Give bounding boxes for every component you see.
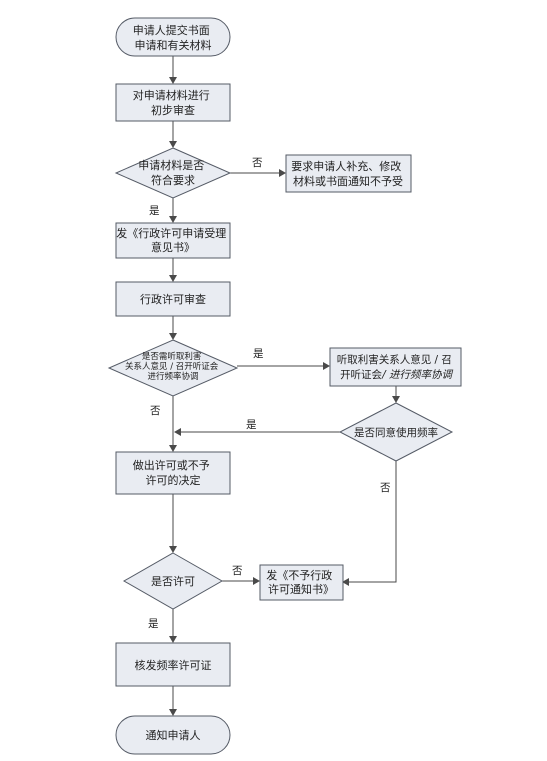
issue-rejection-process: 发《不予行政 许可通知书》 (259, 564, 344, 601)
notify-applicant-text: 通知申请人 (146, 728, 201, 742)
notify-applicant-terminal: 通知申请人 (115, 715, 231, 755)
agree-frequency-decision-text: 是否同意使用频率 (354, 426, 438, 439)
request-supplement-text: 要求申请人补充、修改 材料或书面通知不予受 (291, 159, 405, 188)
notify-applicant-shape (115, 715, 231, 755)
hearing-action-text: 听取利害关系人意见 / 召 开听证会/ 进行频率协调 (337, 353, 456, 381)
initial-review-text: 对申请材料进行 初步审查 (133, 88, 214, 117)
start-text: 申请人提交书面 申请和有关材料 (133, 23, 214, 52)
issue-license-text: 核发频率许可证 (135, 658, 212, 672)
arrowhead (169, 709, 177, 716)
agree-frequency-decision-shape (338, 402, 454, 462)
start-shape (115, 17, 231, 57)
requirements-decision-text: 申请材料是否 符合要求 (138, 158, 208, 187)
label-permit-yes: 是 (148, 618, 159, 630)
arrowhead (169, 275, 177, 282)
hearing-decision: 是否需听取利害 关系人意见 / 召开听证会 进行频率协调 (107, 339, 239, 397)
arrowhead (169, 141, 177, 148)
issue-license-process: 核发频率许可证 (115, 642, 231, 687)
connectors (169, 55, 400, 716)
arrowhead (169, 216, 177, 223)
arrowhead (169, 333, 177, 340)
license-review-shape (115, 281, 231, 317)
is-permitted-decision: 是否许可 (122, 552, 224, 610)
agree-frequency-decision: 是否同意使用频率 (338, 402, 454, 462)
label-requirements-no: 否 (252, 157, 263, 169)
issue-rejection-text: 发《不予行政 许可通知书》 (266, 568, 336, 596)
connector-agree-to-rejection (349, 461, 397, 583)
issue-acceptance-process: 发《行政许可申请受理 意见书》 (115, 222, 231, 259)
hearing-action-process: 听取利害关系人意见 / 召 开听证会/ 进行频率协调 (329, 347, 462, 387)
label-permit-no: 否 (232, 565, 243, 577)
arrowhead (279, 169, 286, 177)
hearing-action-shape (329, 347, 462, 387)
license-review-text: 行政许可审查 (140, 292, 206, 306)
request-supplement-shape (285, 154, 412, 193)
arrowhead (342, 578, 349, 586)
start-terminal: 申请人提交书面 申请和有关材料 (115, 17, 231, 57)
arrowhead (174, 428, 181, 436)
initial-review-process: 对申请材料进行 初步审查 (115, 83, 231, 122)
make-decision-shape (115, 451, 231, 495)
arrowhead (169, 546, 177, 553)
requirements-decision: 申请材料是否 符合要求 (114, 147, 232, 199)
issue-rejection-shape (259, 564, 344, 601)
issue-acceptance-shape (115, 222, 231, 259)
requirements-decision-shape (114, 147, 232, 199)
arrowhead (169, 445, 177, 452)
is-permitted-decision-text: 是否许可 (151, 575, 195, 588)
initial-review-shape (115, 83, 231, 122)
arrowhead (392, 396, 400, 403)
arrowhead (169, 77, 177, 84)
make-decision-text: 做出许可或不予 许可的决定 (133, 458, 214, 487)
label-hearing-yes: 是 (253, 348, 264, 360)
issue-acceptance-text: 发《行政许可申请受理 意见书》 (116, 226, 230, 254)
arrowhead (169, 636, 177, 643)
arrowhead (323, 362, 330, 370)
hearing-decision-shape (107, 339, 239, 397)
hearing-decision-text: 是否需听取利害 关系人意见 / 召开听证会 进行频率协调 (125, 351, 221, 382)
issue-license-shape (115, 642, 231, 687)
make-decision-process: 做出许可或不予 许可的决定 (115, 451, 231, 495)
arrowhead (253, 577, 260, 585)
license-review-process: 行政许可审查 (115, 281, 231, 317)
is-permitted-decision-shape (122, 552, 224, 610)
request-supplement-process: 要求申请人补充、修改 材料或书面通知不予受 (285, 154, 412, 193)
label-hearing-no: 否 (150, 405, 161, 417)
label-agree-yes: 是 (246, 419, 257, 431)
label-requirements-yes: 是 (149, 205, 160, 217)
edge-labels: 否 是 是 否 是 否 否 是 (148, 157, 391, 630)
label-agree-no: 否 (380, 482, 391, 494)
